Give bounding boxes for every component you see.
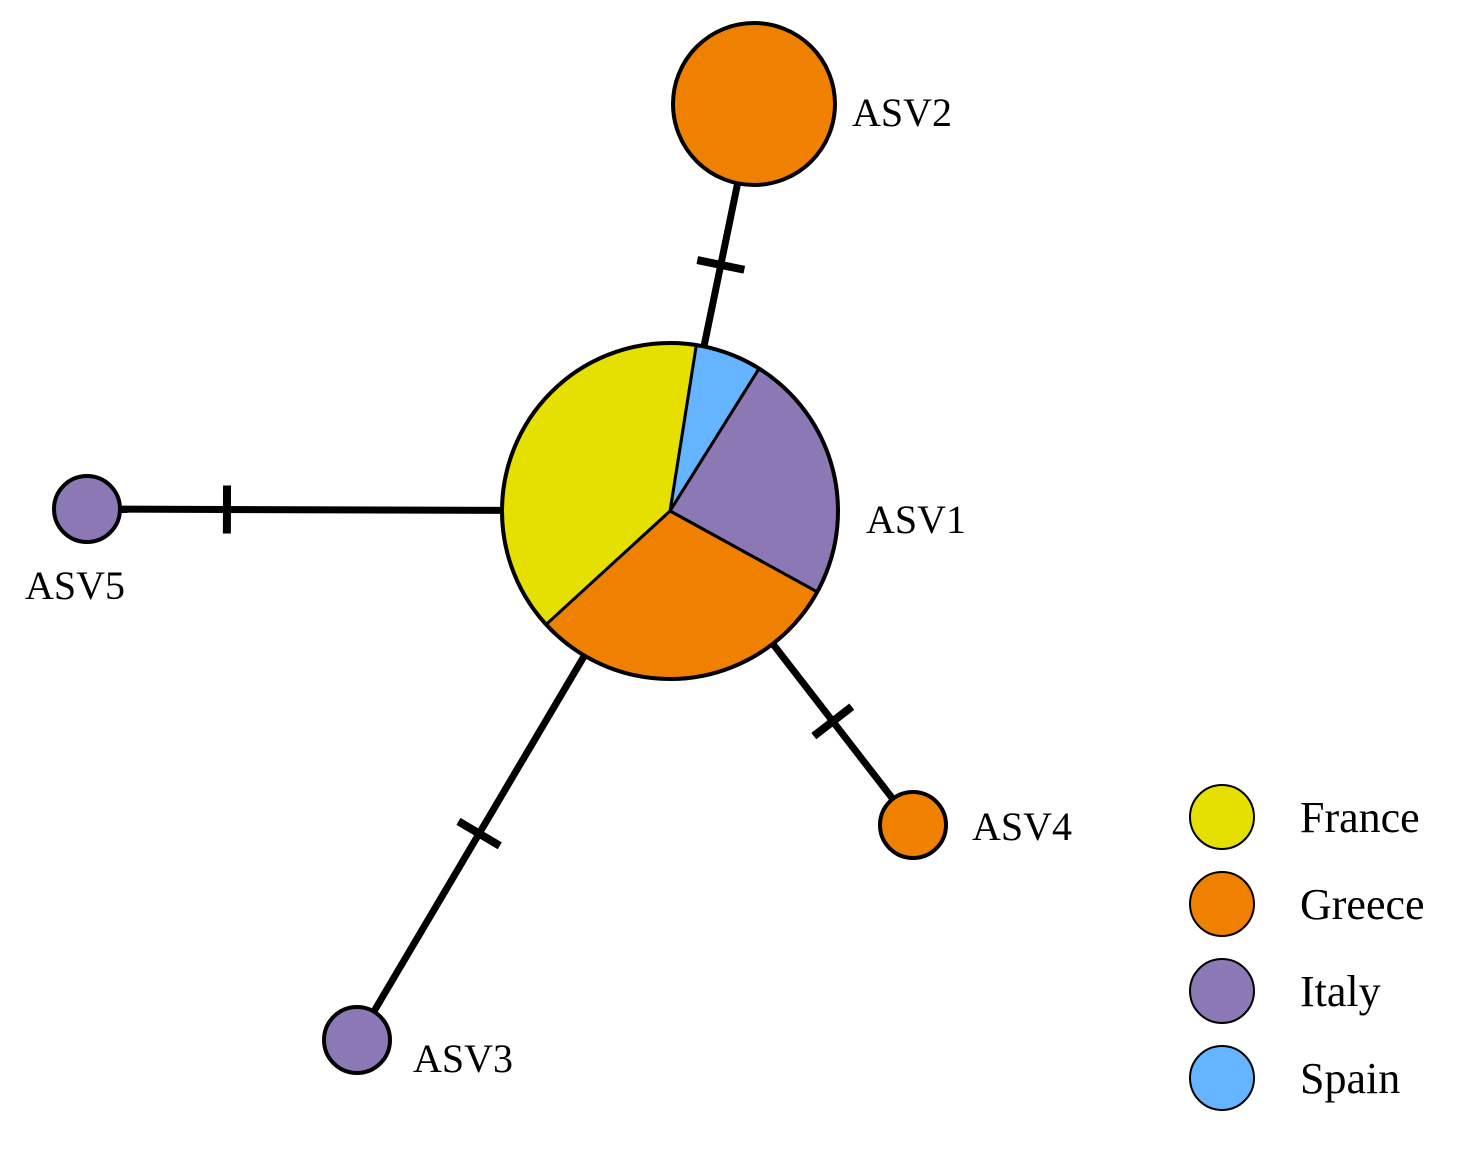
node-asv1 [500,341,840,681]
mutation-tick [811,703,855,740]
legend-item-italy: Italy [1189,958,1381,1024]
legend-label: Greece [1300,880,1425,929]
node-asv3 [322,1005,392,1075]
legend-label: Italy [1300,967,1381,1016]
node-label-asv1: ASV1 [866,497,966,542]
node-label-asv3: ASV3 [413,1036,513,1081]
legend-swatch [1189,784,1255,850]
edge-ASV1-ASV5 [119,505,503,514]
node-asv4 [878,790,948,860]
node-outline [671,21,837,187]
legend-item-greece: Greece [1189,871,1425,937]
node-label-asv4: ASV4 [972,804,1072,849]
slice-italy [324,1007,390,1073]
legend-label: France [1300,793,1420,842]
node-outline [322,1005,392,1075]
node-label-asv5: ASV5 [25,563,125,608]
legend-item-france: France [1189,784,1420,850]
slice-italy [54,476,120,542]
node-outline [500,341,840,681]
legend-swatch [1189,958,1255,1024]
mutation-tick [456,817,502,850]
edges-layer [119,182,896,1014]
node-outline [52,474,122,544]
nodes-layer [52,21,948,1075]
legend-swatch [1189,1045,1255,1111]
slice-greece [673,23,835,185]
slice-greece [880,792,946,858]
legend-swatch [1189,871,1255,937]
node-asv2 [671,21,837,187]
node-asv5 [52,474,122,544]
node-outline [878,790,948,860]
legend-label: Spain [1300,1054,1400,1103]
mutation-tick [696,256,746,274]
legend-item-spain: Spain [1189,1045,1400,1111]
node-label-asv2: ASV2 [852,90,952,135]
